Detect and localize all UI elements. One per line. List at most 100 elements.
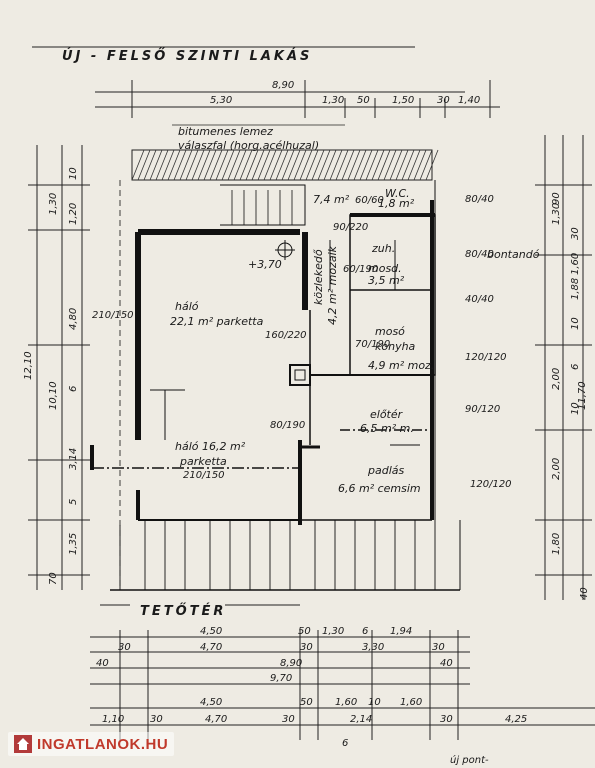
right-dimensions: 11,70 1,30 2,00 2,00 1,80 90 30 6 10 1,8… [551,192,590,600]
room-halo-1: háló [175,300,199,313]
hatch-line [293,149,307,181]
hatch-line [263,149,277,181]
dim-right-3: 2,00 [551,368,562,390]
dim-top-4: 1,50 [392,95,414,106]
hatch-line [281,149,295,181]
dim-left-6: 1,35 [68,533,79,555]
hatch-line [395,149,409,181]
dim-bot-misc-2: új pont- [450,754,489,766]
dim-right-8: 6 [570,364,581,370]
dim-bot-6a: 1,10 [102,714,124,725]
hatch-line [173,149,187,181]
hatch-line [233,149,247,181]
hatch-line [419,149,433,181]
room-kozl-area: 4,2 m² mozaik [326,245,339,325]
hatch-line [365,149,379,181]
watermark: INGATLANOK.HU [8,732,175,756]
dim-top-3: 50 [357,95,370,106]
dim-bot-6b: 30 [150,714,163,725]
hatch-line [341,149,355,181]
dim-right-2: 1,30 [551,203,562,225]
house-icon [14,735,32,753]
opening-11: 60/190 [343,264,378,275]
hatch-line [269,149,283,181]
hatch-line [413,149,427,181]
dim-bot-5e: 1,60 [400,697,422,708]
dim-bot-2a: 30 [118,642,131,653]
dim-bot-5a: 4,50 [200,697,222,708]
walls [90,180,461,591]
hatch-line [149,149,163,181]
dim-bot-1a: 4,50 [200,626,222,637]
left-dimension-lines [28,145,90,590]
dim-top-6: 1,40 [458,95,480,106]
plan-title: ÚJ - FELSŐ SZINTI LAKÁS [62,48,312,64]
hatch-line [143,149,157,181]
right-dimension-lines [535,135,592,600]
opening-9: 90/120 [465,404,500,415]
hatch-line [203,149,217,181]
dim-bot-5b: 50 [300,697,313,708]
opening-4: 80/190 [270,420,305,431]
opening-14: 60/60 [355,195,384,206]
hatch-line [197,149,211,181]
room-padlas-area: 6,6 m² cemsim [338,482,421,495]
hatch-line [329,149,343,181]
hatch-line [335,149,349,181]
opening-2: 160/220 [265,330,307,341]
dim-bot-3b: 8,90 [280,658,302,669]
hatch-line [287,149,301,181]
room-wc: W.C. [385,187,410,200]
room-moso: mosó [375,325,405,338]
dim-left-3: 1,30 [48,193,59,215]
room-mosd: mosd. [368,262,402,275]
dim-left-total: 12,10 [23,351,34,380]
hatch-line [137,149,151,181]
hatch-line [401,149,415,181]
dim-left-2: 10,10 [48,381,59,410]
hatch-line [317,149,331,181]
hatch-line [359,149,373,181]
room-kozlekedo: közlekedő [312,249,325,305]
dim-right-total: 11,70 [577,381,588,410]
dim-bot-6e: 2,14 [350,714,372,725]
dim-right-6: 90 [551,192,562,205]
dim-bot-1c: 1,30 [322,626,344,637]
dim-left-8: 10 [68,167,79,180]
hatch-line [299,149,313,181]
bottom-dimensions: 4,50 50 1,30 6 1,94 30 4,70 30 3,30 30 4… [96,626,527,766]
dim-bot-2d: 3,30 [362,642,384,653]
room-eloter-area: 6,5 m² m. [360,422,414,435]
dim-right-12: 10 [570,402,581,415]
room-labels: háló 22,1 m² parketta háló 16,2 m² parke… [170,187,540,495]
dim-right-10: 1,88 [570,278,581,300]
dim-bot-6d: 30 [282,714,295,725]
room-zuh: zuh. [371,242,395,255]
dim-top-2: 1,30 [322,95,344,106]
dim-left-4: 4,80 [68,308,79,330]
section-label: TETŐTÉR [140,603,226,619]
room-halo-2: háló 16,2 m² [175,440,246,453]
hatch-line [425,149,439,181]
wall-note-2: válaszfal (horg.acélhuzal) [178,139,319,152]
dim-bot-4a: 9,70 [270,673,292,684]
hatch-line [179,149,193,181]
room-bontando: bontandó [487,248,540,261]
dim-bot-2e: 30 [432,642,445,653]
hatch-line [245,149,259,181]
left-dimensions: 12,10 10,10 1,30 4,80 3,14 1,35 70 10 1,… [23,167,79,585]
opening-7: 40/40 [465,294,494,305]
hatch-line [131,149,145,181]
dim-bot-1e: 1,94 [390,626,412,637]
room-wc-area: 1,8 m² [378,197,415,210]
dim-top-total: 8,90 [272,80,294,91]
dim-left-10: 6 [68,386,79,392]
opening-3: 210/150 [183,470,225,481]
opening-labels: 210/150 160/220 210/150 80/190 80/40 80/… [92,194,512,490]
wall-note-1: bitumenes lemez [178,125,273,138]
dim-left-5: 3,14 [68,448,79,470]
dim-right-7: 30 [570,227,581,240]
hatch-line [155,149,169,181]
dim-right-5: 1,80 [551,533,562,555]
dim-right-9: 10 [570,317,581,330]
